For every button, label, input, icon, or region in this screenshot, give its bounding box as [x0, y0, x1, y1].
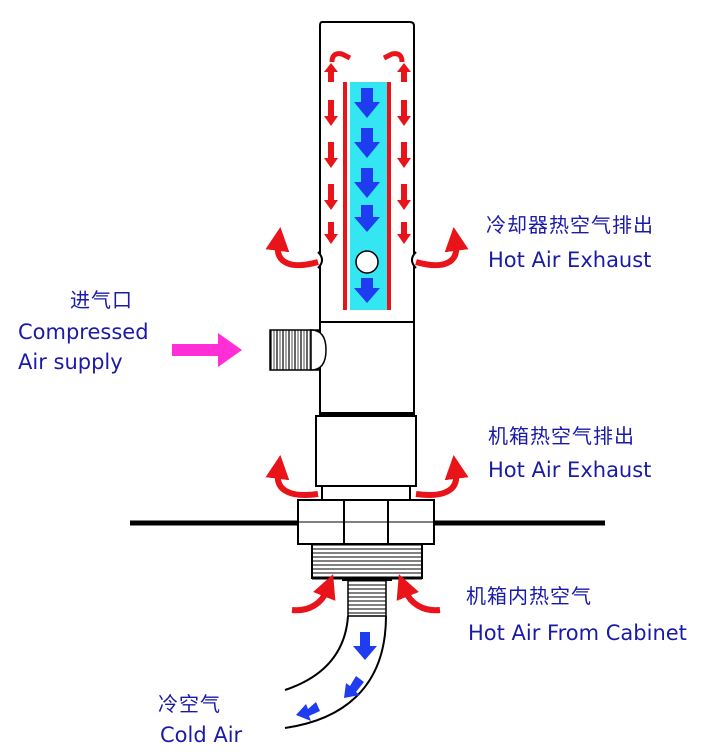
hot-wall-arrows [324, 51, 411, 244]
supply-label-zh: 进气口 [70, 288, 133, 312]
cold-air-label-zh: 冷空气 [158, 692, 221, 716]
cold-outlet-barb [342, 579, 392, 617]
core-port [355, 250, 379, 274]
cooler-exhaust-label-en: Hot Air Exhaust [488, 248, 652, 272]
cold-core-arrows [354, 88, 380, 303]
cabinet-hot-label-en: Hot Air From Cabinet [468, 621, 687, 645]
inlet-fitting [269, 329, 327, 371]
cold-air-label-en: Cold Air [160, 723, 243, 747]
mounting-nut [297, 499, 435, 545]
cooler-exhaust-label-zh: 冷却器热空气排出 [486, 213, 654, 237]
cabinet-exhaust-label-en: Hot Air Exhaust [488, 458, 652, 482]
supply-arrow [172, 333, 242, 367]
cold-flow-arrows [296, 632, 377, 721]
supply-label-en-2: Air supply [18, 350, 123, 374]
supply-label-en-1: Compressed [18, 320, 149, 344]
cold-air-hose [284, 615, 387, 729]
hot-exhaust-arrows [265, 226, 469, 614]
threaded-stem [311, 543, 423, 579]
lower-body [315, 415, 417, 487]
cabinet-hot-label-zh: 机箱内热空气 [466, 584, 592, 608]
inlet-block [319, 321, 415, 415]
cabinet-exhaust-label-zh: 机箱热空气排出 [488, 424, 635, 448]
